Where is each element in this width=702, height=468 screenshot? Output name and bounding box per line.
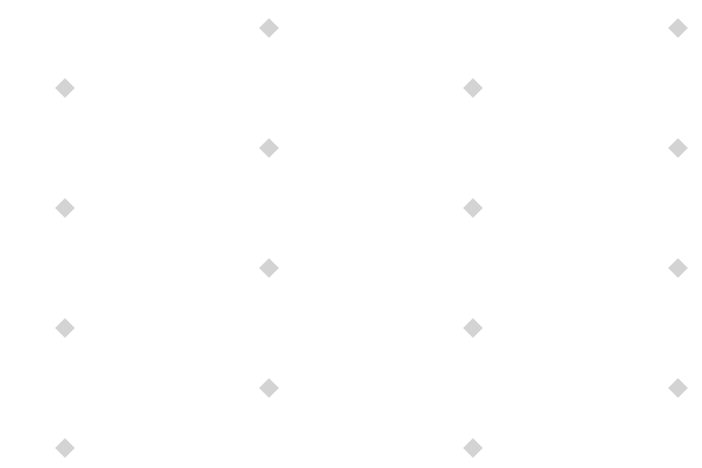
diamond-icon <box>668 18 688 38</box>
diamond-icon <box>55 198 75 218</box>
diamond-icon <box>463 438 483 458</box>
diamond-icon <box>259 138 279 158</box>
diamond-icon <box>259 378 279 398</box>
diamond-icon <box>55 78 75 98</box>
diamond-icon <box>55 438 75 458</box>
diamond-icon <box>463 318 483 338</box>
diamond-icon <box>259 258 279 278</box>
diamond-icon <box>55 318 75 338</box>
diamond-icon <box>463 198 483 218</box>
diamond-icon <box>259 18 279 38</box>
diamond-icon <box>668 138 688 158</box>
diamond-icon <box>668 258 688 278</box>
diamond-icon <box>668 378 688 398</box>
diamond-icon <box>463 78 483 98</box>
